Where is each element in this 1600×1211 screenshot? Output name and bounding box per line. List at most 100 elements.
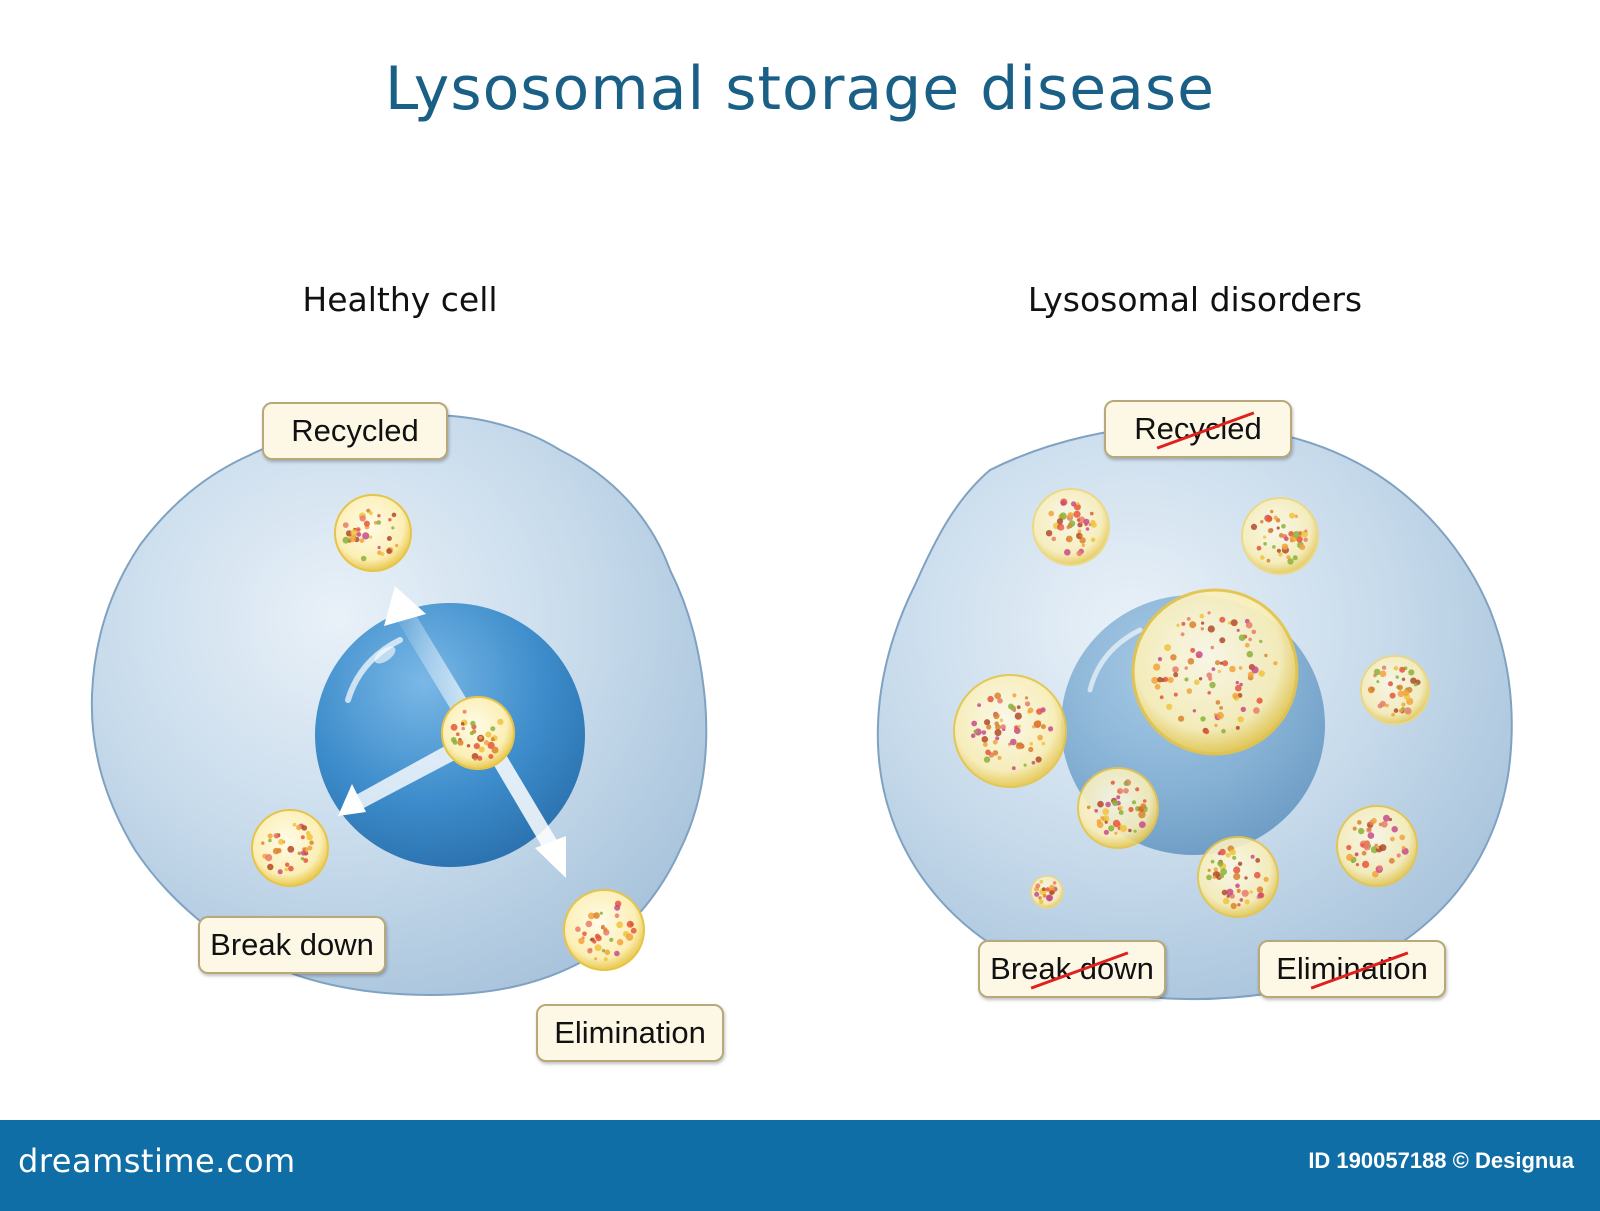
- lysosome-particle: [1042, 894, 1047, 898]
- lysosome-particle: [1278, 552, 1283, 557]
- lysosome-particle: [1214, 723, 1218, 728]
- lysosome-particle: [997, 698, 1003, 704]
- lysosome-particle: [1251, 629, 1257, 635]
- label-recycled-blocked: Recycled: [1104, 400, 1292, 458]
- lysosome-particle: [285, 862, 290, 867]
- lysosome-particle: [1178, 715, 1185, 722]
- lysosome-particle: [1286, 555, 1291, 560]
- lysosome-particle: [603, 927, 608, 932]
- lysosome-particle: [363, 520, 370, 527]
- lysosome-particle: [1037, 734, 1043, 741]
- lysosome-particle: [1219, 706, 1223, 710]
- lysosome-particle: [1180, 632, 1185, 637]
- lysosome-particle: [995, 736, 1000, 741]
- lysosome-particle: [356, 532, 362, 537]
- lysosome-particle: [1023, 763, 1027, 767]
- lysosome-particle: [999, 718, 1004, 723]
- lysosome-particle: [362, 532, 370, 540]
- arrow-to-breakdown-head: [338, 784, 366, 816]
- lysosome-particle: [1110, 780, 1115, 785]
- lysosome-particle: [1076, 518, 1081, 522]
- lysosome-particle: [1230, 902, 1237, 910]
- lysosome-particle: [1206, 874, 1212, 881]
- lysosome-particle: [466, 744, 471, 748]
- lysosome-particle: [1210, 645, 1215, 650]
- lysosome-particle: [1207, 625, 1215, 633]
- lysosome-particle: [1059, 525, 1065, 531]
- lysosome-particle: [1215, 660, 1220, 666]
- label-break-down-blocked: Break down: [978, 940, 1166, 998]
- lysosome-particle: [1367, 686, 1375, 694]
- lysosome-particle: [471, 753, 479, 760]
- lysosome-particle: [1397, 684, 1403, 691]
- lysosome-particle: [1217, 669, 1222, 674]
- lysosome-particle: [1090, 511, 1094, 516]
- lysosome-particle: [1303, 537, 1308, 542]
- lysosome-particle: [277, 869, 283, 875]
- lysosome-particle: [1184, 666, 1188, 670]
- lysosome-particle: [450, 737, 457, 743]
- lysosome-particle: [1408, 669, 1415, 676]
- lysosome-particle: [1104, 820, 1108, 824]
- lysosome-particle: [1346, 844, 1352, 851]
- lysosome-particle: [1024, 696, 1029, 700]
- lysosome-particle: [1164, 644, 1172, 652]
- lysosome-particle: [1217, 851, 1222, 856]
- lysosome-particle: [1085, 527, 1090, 531]
- lysosome-particle: [1112, 799, 1119, 807]
- lysosome-particle: [1249, 890, 1253, 894]
- lysosome-particle: [1256, 886, 1264, 893]
- lysosome-particle: [1376, 845, 1380, 849]
- lysosome-particle: [1263, 535, 1267, 539]
- lysosome-particle: [1254, 871, 1261, 879]
- lysosome-particle: [278, 838, 285, 845]
- lysosome-particle: [1391, 826, 1398, 833]
- label-elimination-text: Elimination: [554, 1015, 706, 1050]
- lysosome-particle: [1102, 815, 1110, 822]
- lysosome-particle: [1116, 795, 1121, 800]
- disorder-cell-heading: Lysosomal disorders: [1027, 280, 1363, 319]
- lysosome-particle: [1239, 682, 1243, 687]
- lysosome-particle: [1237, 861, 1243, 866]
- lysosome-particle: [309, 840, 314, 845]
- lysosome-particle: [360, 555, 367, 562]
- lysosome-particle: [1388, 681, 1393, 687]
- lysosome-particle: [303, 858, 309, 863]
- lysosome-particle: [490, 737, 495, 742]
- lysosome-particle: [1027, 707, 1034, 714]
- lysosome-particle: [1096, 821, 1104, 829]
- lysosome-particle: [1260, 555, 1265, 560]
- lysosome-particle: [462, 709, 467, 714]
- lysosome-particle: [1210, 859, 1215, 864]
- lysosome-particle: [300, 850, 307, 856]
- lysosome-particle: [1194, 679, 1200, 685]
- lysosome-particle: [490, 726, 496, 732]
- lysosome-particle: [1010, 738, 1017, 746]
- lysosome-particle: [1176, 623, 1180, 627]
- lysosome-particle: [1397, 690, 1405, 698]
- lysosome-particle: [1256, 545, 1262, 551]
- lysosome-particle: [984, 719, 991, 726]
- lysosome-particle: [1123, 781, 1129, 786]
- lysosome-particle: [1046, 895, 1053, 901]
- lysosome-particle: [604, 949, 611, 956]
- label-elimination-blocked: Elimination: [1258, 940, 1446, 998]
- lysosome-particle: [1025, 701, 1031, 707]
- lysosome-particle: [994, 729, 1002, 737]
- lysosome-particle: [488, 754, 494, 759]
- label-elimination-blocked-text: Elimination: [1276, 951, 1428, 986]
- lysosome-particle: [1032, 725, 1036, 729]
- lysosome-particle: [588, 912, 595, 920]
- lysosome-particle: [595, 935, 602, 942]
- lysosome-particle: [1079, 534, 1083, 538]
- lysosome-particle: [1040, 707, 1046, 713]
- lysosome-particle: [1230, 619, 1238, 627]
- lysosome-particle: [1367, 827, 1372, 831]
- lysosome-particle: [1067, 512, 1074, 519]
- lysosome-particle: [342, 522, 349, 528]
- lysosome-particle: [1284, 536, 1289, 542]
- lysosome-particle: [391, 526, 395, 530]
- lysosome-particle: [1358, 827, 1365, 835]
- lysosome-particle: [1232, 855, 1237, 860]
- lysosome-particle: [970, 733, 976, 739]
